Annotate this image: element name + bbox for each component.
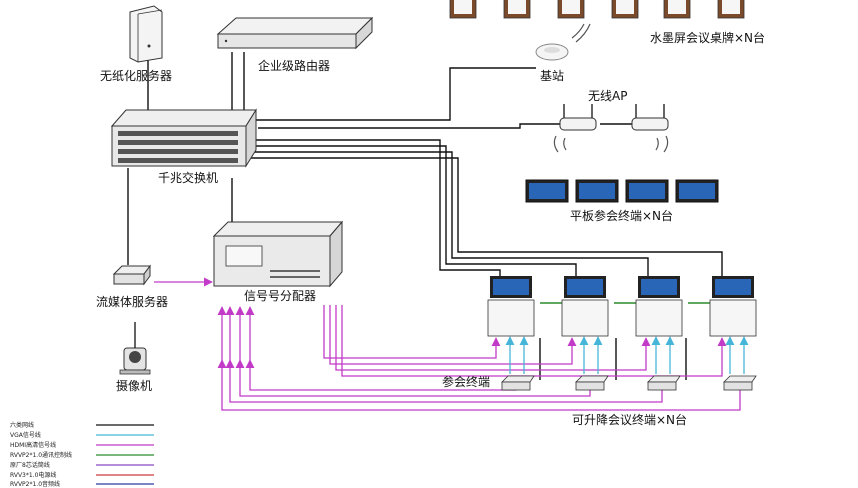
legend-label: RVVP2*1.0通讯控制线 <box>10 451 72 459</box>
base-station-label: 基站 <box>540 69 564 83</box>
epaper-nameplate-icon <box>503 0 531 19</box>
epaper-nameplate-icon <box>663 0 691 19</box>
paperless-server-label: 无纸化服务器 <box>100 68 172 83</box>
streaming-server-icon <box>112 264 151 286</box>
hdmi-cables <box>154 277 741 411</box>
epaper-nameplate-icon <box>449 0 477 19</box>
wireless-ap-label: 无线AP <box>588 89 627 103</box>
legend-label: RVVP2*1.0音频线 <box>10 480 60 488</box>
router-label: 企业级路由器 <box>258 58 330 73</box>
legend-label: RVV3*1.0电源线 <box>10 471 56 479</box>
vga-cables <box>505 336 749 374</box>
legend-label: VGA信号线 <box>10 431 41 439</box>
camera-icon <box>119 347 151 375</box>
switch-icon <box>110 108 257 168</box>
conference-terminal-label: 参会终端 <box>442 374 490 389</box>
conference-terminal-icon <box>647 375 681 391</box>
lift-terminal-label: 可升降会议终端×N台 <box>572 412 687 427</box>
signal-distributor-label: 信号号分配器 <box>244 289 316 303</box>
legend-label: HDMI高清信号线 <box>10 441 56 449</box>
lift-terminal-icon <box>561 276 609 337</box>
conference-terminal-icon <box>575 375 609 391</box>
wireless-ap-icon <box>559 104 597 131</box>
tablet-terminal-icon <box>525 179 569 203</box>
legend: 六类网线 VGA信号线 HDMI高清信号线 RVVP2*1.0通讯控制线 原厂8… <box>10 421 154 488</box>
wireless-ap-icon <box>631 104 669 131</box>
router-icon <box>216 16 374 50</box>
streaming-server-label: 流媒体服务器 <box>96 294 168 309</box>
paperless-server-icon <box>129 5 163 63</box>
conference-terminal-icon <box>723 375 757 391</box>
epaper-nameplate-label: 水墨屏会议桌牌×N台 <box>650 30 765 45</box>
tablet-terminal-icons <box>525 179 719 203</box>
tablet-terminal-icon <box>575 179 619 203</box>
lift-terminal-icons <box>487 276 757 337</box>
conference-terminal-icon <box>501 375 535 391</box>
tablet-terminal-label: 平板参会终端×N台 <box>570 208 673 223</box>
epaper-nameplate-icon <box>557 0 585 19</box>
legend-label: 原厂8芯话筒线 <box>10 461 50 469</box>
epaper-nameplate-icon <box>611 0 639 19</box>
base-station-icon <box>535 23 591 61</box>
epaper-nameplate-icon <box>717 0 745 19</box>
lift-terminal-icon <box>635 276 683 337</box>
conference-terminal-icons <box>501 375 757 391</box>
epaper-nameplate-icons <box>449 0 745 19</box>
legend-label: 六类网线 <box>10 421 34 429</box>
signal-distributor-icon <box>212 220 344 288</box>
tablet-terminal-icon <box>675 179 719 203</box>
network-cables <box>127 52 723 380</box>
switch-label: 千兆交换机 <box>158 170 218 185</box>
lift-terminal-icon <box>487 276 535 337</box>
camera-label: 摄像机 <box>116 378 152 393</box>
wireless-ap-icons <box>553 104 669 153</box>
tablet-terminal-icon <box>625 179 669 203</box>
lift-terminal-icon <box>709 276 757 337</box>
